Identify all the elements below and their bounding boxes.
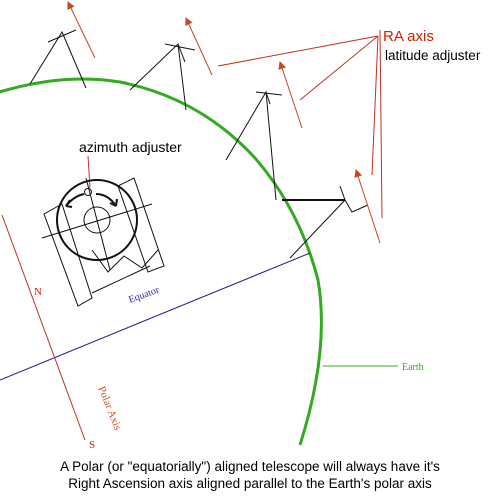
ra-axis-arrow-1 — [67, 1, 96, 59]
latitude-adjuster-pointers — [217, 29, 383, 219]
figure-caption: A Polar (or "equatorially") aligned tele… — [0, 458, 500, 492]
ra-axis-arrow-4 — [354, 169, 381, 244]
equator-label: Equator — [127, 284, 161, 305]
south-label: S — [89, 439, 95, 451]
north-label: N — [34, 286, 42, 298]
latitude-adjuster-label: latitude adjuster — [385, 48, 481, 63]
equator-line — [0, 252, 311, 381]
polar-axis-line — [1, 214, 86, 441]
caption-line-2: Right Ascension axis aligned parallel to… — [68, 476, 432, 491]
ra-axis-label: RA axis — [383, 28, 434, 45]
ra-axis-arrow-3 — [278, 61, 303, 129]
earth-outline — [0, 77, 323, 446]
ra-axis-arrow-2 — [185, 17, 213, 76]
caption-line-1: A Polar (or "equatorially") aligned tele… — [60, 459, 440, 474]
polar-axis-label: Polar Axis — [95, 385, 123, 432]
azimuth-adjuster-label: azimuth adjuster — [79, 139, 182, 155]
telescope-mount-2 — [129, 42, 196, 111]
azimuth-adjuster-assembly — [41, 155, 165, 307]
telescope-mount-4 — [282, 185, 369, 259]
earth-label: Earth — [402, 362, 424, 373]
telescope-mount-3 — [225, 90, 283, 201]
telescope-mount-1 — [29, 29, 87, 89]
